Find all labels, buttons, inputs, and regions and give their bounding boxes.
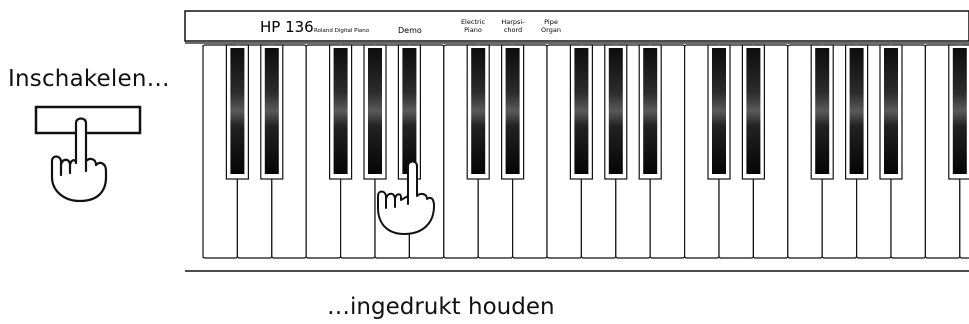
black-key[interactable] xyxy=(810,44,834,180)
power-on-caption: Inschakelen… xyxy=(8,66,170,92)
black-key[interactable] xyxy=(225,44,250,180)
black-key[interactable] xyxy=(569,44,593,180)
black-key[interactable] xyxy=(397,44,421,180)
black-key[interactable] xyxy=(844,44,869,180)
black-key[interactable] xyxy=(741,44,766,180)
hold-down-caption: …ingedrukt houden xyxy=(327,294,555,320)
svg-text:chord: chord xyxy=(504,26,522,34)
electric-piano-button[interactable]: Electric Piano xyxy=(461,18,486,34)
piano-illustration: HP 136 Roland Digital Piano Demo Electri… xyxy=(184,10,969,272)
svg-text:Piano: Piano xyxy=(464,26,482,34)
keyboard xyxy=(202,44,969,259)
svg-text:Organ: Organ xyxy=(541,26,561,34)
harpsichord-button[interactable]: Harpsi- chord xyxy=(501,18,525,34)
black-key[interactable] xyxy=(260,44,284,180)
power-button-illustration xyxy=(34,105,142,203)
pipe-organ-button[interactable]: Pipe Organ xyxy=(541,18,561,34)
demo-button[interactable]: Demo xyxy=(398,26,422,35)
svg-text:Harpsi-: Harpsi- xyxy=(501,18,525,26)
power-button[interactable] xyxy=(34,105,142,135)
pressing-finger-on-key-icon xyxy=(377,160,435,235)
black-key[interactable] xyxy=(329,44,353,180)
pressing-finger-icon xyxy=(50,117,108,203)
black-key[interactable] xyxy=(466,44,490,180)
black-key[interactable] xyxy=(707,44,731,180)
black-key[interactable] xyxy=(948,44,969,180)
black-key[interactable] xyxy=(604,44,628,180)
brand-name: Roland Digital Piano xyxy=(314,28,370,34)
svg-text:Pipe: Pipe xyxy=(544,18,558,26)
black-key[interactable] xyxy=(363,44,387,180)
model-name: HP 136 xyxy=(260,18,314,36)
control-panel xyxy=(184,10,969,42)
black-key[interactable] xyxy=(879,44,903,180)
black-key[interactable] xyxy=(501,44,525,180)
black-key[interactable] xyxy=(638,44,662,180)
svg-text:Electric: Electric xyxy=(461,18,486,26)
